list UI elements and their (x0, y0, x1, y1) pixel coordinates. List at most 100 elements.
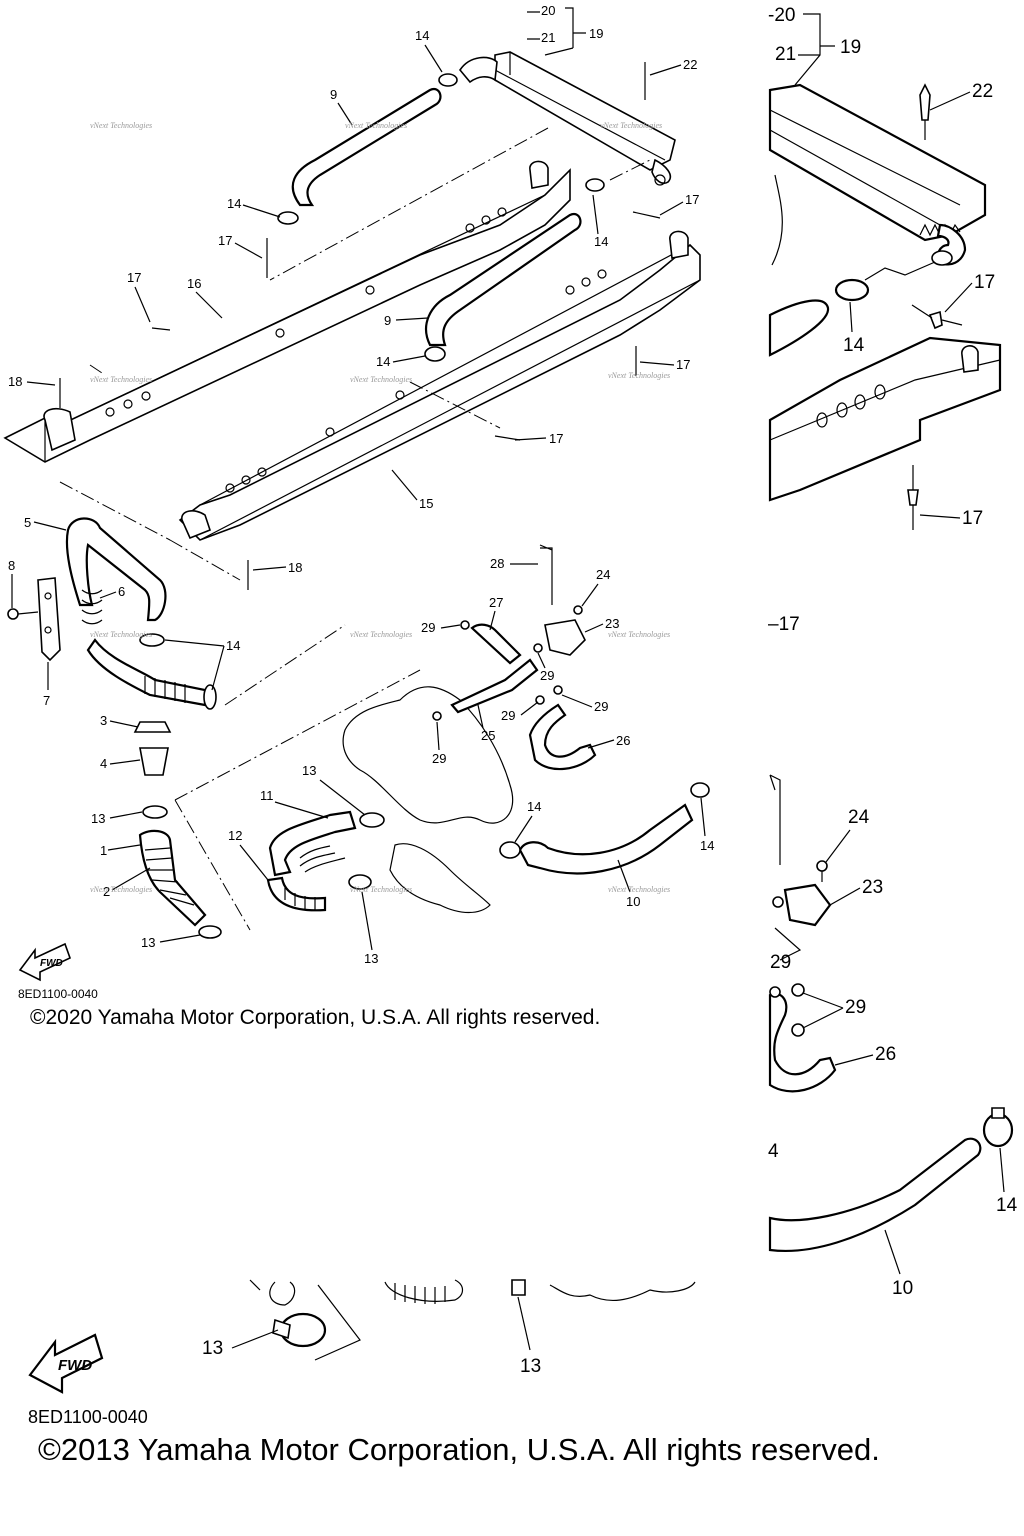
callout-29-a: 29 (421, 620, 435, 635)
callout-29-c: 29 (501, 708, 515, 723)
zoom-callout-23: 23 (862, 877, 883, 898)
callout-24: 24 (596, 567, 610, 582)
callout-14-c: 14 (594, 234, 608, 249)
zoom-callout-22: 22 (972, 81, 993, 102)
clamp-14-right (499, 782, 710, 859)
hose-9-lower (425, 212, 582, 347)
hose-10 (518, 803, 694, 875)
zoom-callout-14-b: 14 (996, 1195, 1018, 1216)
callout-29-b: 29 (540, 668, 554, 683)
zoom-callout-20: -20 (768, 5, 795, 26)
callout-17-b: 17 (685, 192, 699, 207)
bracket-7 (37, 577, 61, 662)
svg-text:vNext Technologies: vNext Technologies (608, 885, 670, 894)
zoom-valve (768, 774, 837, 1093)
callout-25: 25 (481, 728, 495, 743)
clamp-14-top (277, 73, 605, 362)
callout-21: 21 (541, 30, 555, 45)
zoom-callout-14-partial: 4 (768, 1141, 779, 1162)
fwd-arrow-large: FWD (28, 1333, 104, 1394)
callout-29-e: 29 (432, 751, 446, 766)
bolt-8 (7, 608, 39, 620)
hose-1-2 (138, 829, 207, 927)
zoom-heat-exchanger (768, 83, 987, 266)
svg-text:vNext Technologies: vNext Technologies (608, 371, 670, 380)
rivets (59, 62, 661, 590)
zoom-rivet-17-a (911, 304, 963, 330)
zoom-callout-17-b: 17 (962, 508, 983, 529)
engine-outline (342, 686, 514, 824)
callout-29-d: 29 (594, 699, 608, 714)
zoom-hose-10 (768, 1107, 1014, 1252)
zoom-clamp-14 (834, 261, 936, 302)
callout-3: 3 (100, 713, 107, 728)
callout-12: 12 (228, 828, 242, 843)
zoom-callout-21: 21 (775, 44, 796, 65)
callout-14-g: 14 (700, 838, 714, 853)
zoom-callout-29-b: 29 (845, 997, 866, 1018)
callout-16: 16 (187, 276, 201, 291)
copyright-large: ©2013 Yamaha Motor Corporation, U.S.A. A… (38, 1432, 880, 1467)
callout-14-a: 14 (415, 28, 429, 43)
heat-exchanger-19 (459, 51, 676, 186)
rail-bracket-15 (178, 230, 701, 541)
callout-13-c: 13 (141, 935, 155, 950)
callout-9-a: 9 (330, 87, 337, 102)
clamp-13-14-left (139, 633, 222, 939)
zoom-callout-29-a: 29 (770, 952, 791, 973)
svg-text:vNext Technologies: vNext Technologies (608, 630, 670, 639)
zoom-callout-13-a: 13 (202, 1338, 223, 1359)
zoom-callout-24: 24 (848, 807, 870, 828)
zoom-callout-17-a: 17 (974, 272, 995, 293)
callout-13-b: 13 (91, 811, 105, 826)
zoom-bottom-left (249, 1279, 696, 1361)
svg-text:vNext Technologies: vNext Technologies (90, 630, 152, 639)
svg-text:FWD: FWD (58, 1357, 92, 1374)
zoom-callout-26: 26 (875, 1044, 896, 1065)
valve-assembly (432, 544, 597, 771)
cap-3-4 (133, 721, 172, 776)
zoom-rail (768, 299, 1002, 502)
hose-9-upper (291, 87, 442, 207)
hose-5-6 (65, 517, 207, 707)
callout-22: 22 (683, 57, 697, 72)
clamp-13-middle (348, 812, 385, 890)
callout-13-a: 13 (302, 763, 316, 778)
pipe-shape-middle (389, 843, 491, 914)
callout-14-b: 14 (227, 196, 241, 211)
callout-20: 20 (541, 3, 555, 18)
callout-17-e: 17 (549, 431, 563, 446)
callout-9-b: 9 (384, 313, 391, 328)
svg-text:vNext Technologies: vNext Technologies (350, 630, 412, 639)
diagram-code-small: 8ED1100-0040 (18, 987, 98, 1001)
callout-28: 28 (490, 556, 504, 571)
svg-text:vNext Technologies: vNext Technologies (350, 375, 412, 384)
svg-text:FWD: FWD (40, 958, 63, 969)
callout-6: 6 (118, 584, 125, 599)
zoom-callout-17-partial: –17 (768, 614, 800, 635)
svg-text:vNext Technologies: vNext Technologies (90, 885, 152, 894)
callout-1: 1 (100, 843, 107, 858)
zoom-callout-10: 10 (892, 1278, 913, 1299)
callout-8: 8 (8, 558, 15, 573)
diagram-code-large: 8ED1100-0040 (28, 1407, 148, 1427)
callout-18-a: 18 (8, 374, 22, 389)
callout-17-d: 17 (676, 357, 690, 372)
hose-11 (268, 810, 357, 877)
hose-12 (266, 876, 327, 912)
callout-2: 2 (103, 884, 110, 899)
svg-text:vNext Technologies: vNext Technologies (345, 121, 407, 130)
callout-15: 15 (419, 496, 433, 511)
svg-text:vNext Technologies: vNext Technologies (350, 885, 412, 894)
callout-14-d: 14 (376, 354, 390, 369)
svg-text:vNext Technologies: vNext Technologies (600, 121, 662, 130)
zoom-callout-13-b: 13 (520, 1356, 541, 1377)
callout-4: 4 (100, 756, 107, 771)
callout-23: 23 (605, 616, 619, 631)
callout-5: 5 (24, 515, 31, 530)
zoom-rivet-17-b (907, 465, 919, 530)
callout-10: 10 (626, 894, 640, 909)
fwd-arrow-small: FWD (18, 942, 71, 982)
callout-17-c: 17 (127, 270, 141, 285)
